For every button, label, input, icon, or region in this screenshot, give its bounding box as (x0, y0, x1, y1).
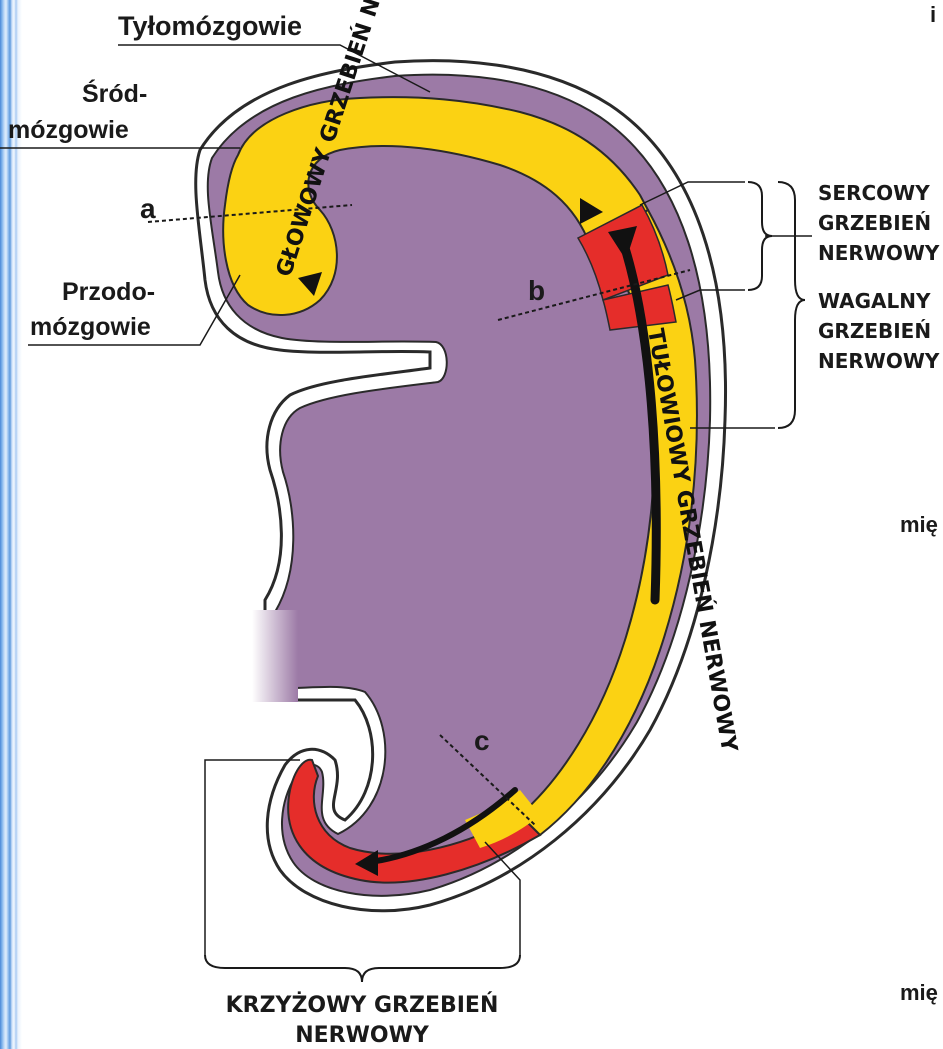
brace-krzyzowy (205, 955, 520, 982)
label-wagalny-3: NERWOWY (818, 349, 940, 373)
label-przodomozgowie-2: mózgowie (30, 313, 151, 341)
body-stub (252, 610, 298, 702)
label-tylomozgowie: Tyłomózgowie (118, 11, 302, 41)
brace-sercowy (748, 182, 772, 290)
label-sercowy-2: GRZEBIEŃ (818, 211, 931, 235)
label-krzyzowy-1: KRZYŻOWY GRZEBIEŃ (226, 992, 499, 1018)
edge-text-top: i (930, 2, 936, 27)
label-wagalny-1: WAGALNY (818, 289, 931, 313)
label-sercowy-1: SERCOWY (818, 181, 930, 205)
edge-text-mid: mię (900, 512, 938, 537)
label-srodmozgowie-2: mózgowie (8, 116, 129, 144)
label-krzyzowy-2: NERWOWY (295, 1023, 430, 1048)
label-section-a: a (140, 193, 156, 224)
brace-wagalny (778, 182, 805, 428)
edge-text-bottom: mię (900, 980, 938, 1005)
label-przodomozgowie-1: Przodo- (62, 278, 155, 306)
label-wagalny-2: GRZEBIEŃ (818, 319, 931, 343)
label-section-c: c (474, 725, 490, 756)
label-sercowy-3: NERWOWY (818, 241, 940, 265)
label-srodmozgowie-1: Śród- (82, 78, 147, 108)
label-section-b: b (528, 275, 545, 306)
